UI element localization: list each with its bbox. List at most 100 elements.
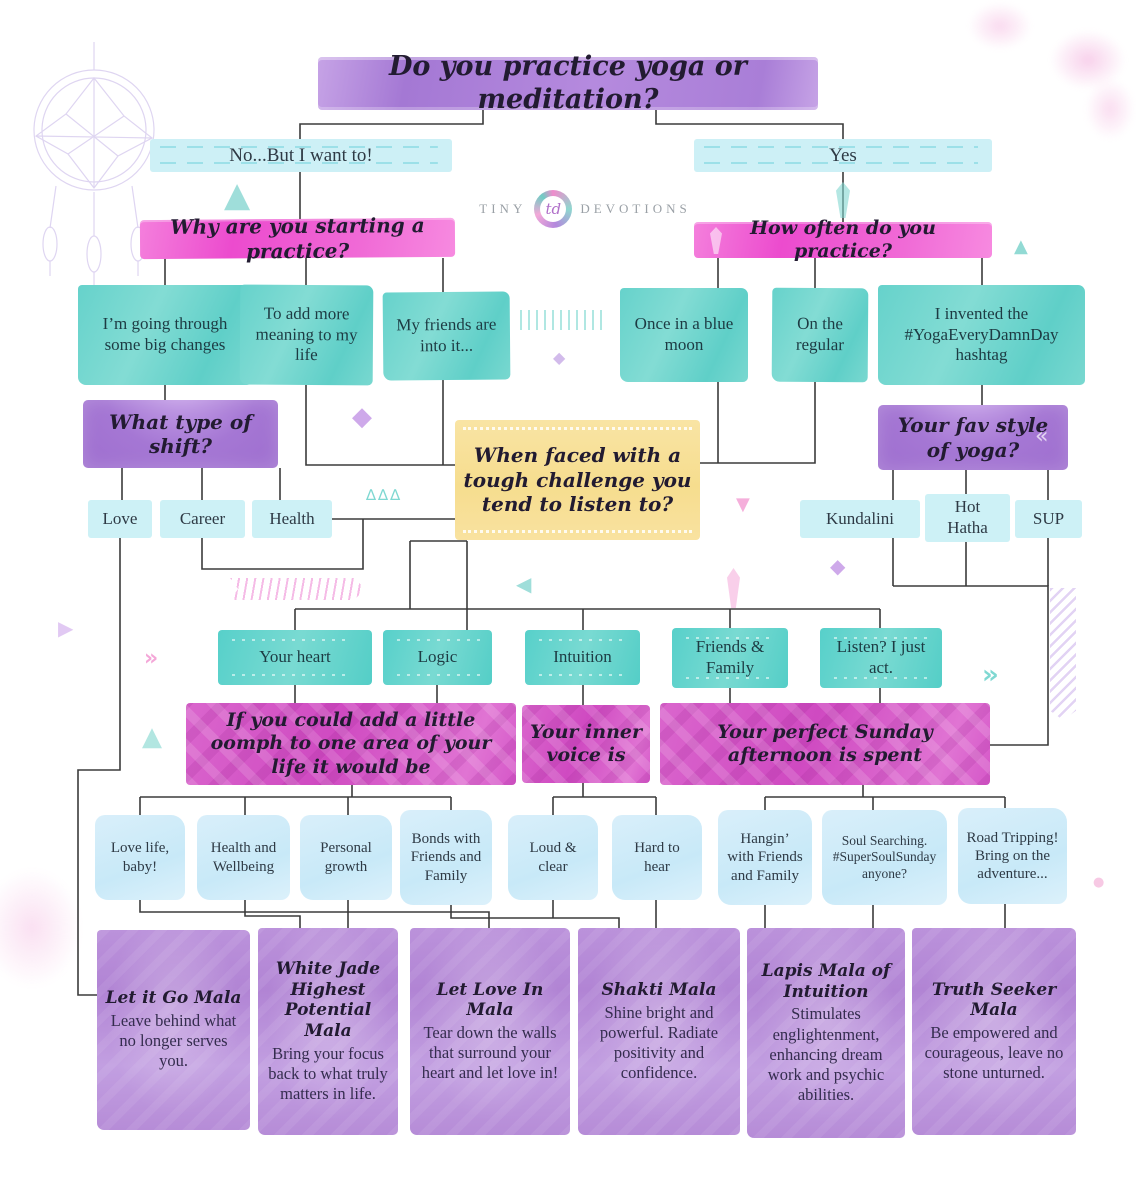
question-oomph-label: If you could add a little oomph to one a…: [210, 709, 492, 778]
question-tough-challenge: When faced with a tough challenge you te…: [455, 420, 700, 540]
answer-kundalini-label: Kundalini: [826, 508, 894, 528]
answer-hangin: Hangin’ with Friends and Family: [718, 810, 812, 905]
answer-kundalini: Kundalini: [800, 500, 920, 538]
answer-bonds-label: Bonds with Friends and Family: [410, 831, 482, 884]
result-let-love-in-mala: Let Love In Mala Tear down the walls tha…: [410, 928, 570, 1135]
answer-road-tripping: Road Tripping! Bring on the adventure...: [958, 808, 1067, 904]
answer-health: Health: [252, 500, 332, 538]
answer-loud-clear-label: Loud & clear: [529, 840, 577, 875]
answer-friends-into-it: My friends are into it...: [382, 291, 511, 381]
answer-your-heart: Your heart: [218, 630, 372, 685]
answer-love-life-label: Love life, baby!: [110, 840, 170, 875]
answer-hangin-label: Hangin’ with Friends and Family: [727, 831, 803, 884]
diamond-icon: ◆: [352, 402, 372, 432]
chevron-left-icon: «: [1035, 424, 1049, 449]
answer-more-meaning-label: To add more meaning to my life: [255, 303, 358, 365]
answer-intuition: Intuition: [525, 630, 640, 685]
answer-sup-label: SUP: [1032, 508, 1065, 528]
answer-love-label: Love: [102, 508, 138, 528]
dotted-border-decoration: [463, 427, 692, 533]
diamond-icon: ◆: [553, 348, 566, 367]
logo-word-right: DEVOTIONS: [580, 201, 691, 216]
answer-logic: Logic: [383, 630, 492, 685]
answer-blue-moon: Once in a blue moon: [620, 288, 748, 382]
logo-word-left: TINY: [479, 201, 527, 216]
answer-career: Career: [160, 500, 245, 538]
mala-name: Let Love In Mala: [436, 979, 544, 1021]
fringe-decoration: [520, 310, 605, 330]
answer-road-tripping-label: Road Tripping! Bring on the adventure...: [966, 829, 1059, 883]
question-sunday-label: Your perfect Sunday afternoon is spent: [717, 720, 933, 766]
answer-logic-label: Logic: [417, 647, 458, 667]
answer-loud-clear: Loud & clear: [508, 815, 598, 900]
mala-description: Bring your focus back to what truly matt…: [268, 1043, 388, 1104]
result-lapis-mala: Lapis Mala of Intuition Stimulates engli…: [747, 928, 905, 1138]
crystal-icon: [836, 182, 850, 218]
answer-hot-hatha-label: Hot Hatha: [947, 497, 988, 537]
answer-just-act-label: Listen? I just act.: [836, 637, 926, 677]
chevrons-right-icon: »: [144, 646, 159, 671]
answer-career-label: Career: [179, 508, 226, 528]
result-shakti-mala: Shakti Mala Shine bright and powerful. R…: [578, 928, 740, 1135]
pink-wash-decoration: [0, 868, 82, 988]
answer-friends-family-label: Friends & Family: [695, 637, 765, 677]
answer-soul-searching: Soul Searching. #SuperSoulSunday anyone?: [822, 810, 947, 905]
crystal-icon: [710, 227, 722, 254]
mala-name: Let it Go Mala: [105, 988, 242, 1009]
answer-friends-family: Friends & Family: [672, 628, 788, 688]
question-fav-style-label: Your fav style of yoga?: [897, 413, 1049, 462]
result-let-it-go-mala: Let it Go Mala Leave behind what no long…: [97, 930, 250, 1130]
answer-friends-label: My friends are into it...: [396, 314, 497, 356]
answer-hashtag-label: I invented the #YogaEveryDamnDay hashtag: [904, 303, 1059, 365]
mala-description: Be empowered and courageous, leave no st…: [924, 1023, 1064, 1083]
answer-bonds: Bonds with Friends and Family: [400, 810, 492, 905]
crystal-icon: [727, 568, 740, 608]
answer-health-label: Health: [269, 508, 315, 528]
mala-name: Shakti Mala: [601, 979, 717, 1000]
triangle-right-icon: ▶: [58, 616, 74, 640]
question-fav-style: Your fav style of yoga?: [878, 405, 1068, 470]
answer-personal-growth-label: Personal growth: [320, 840, 372, 875]
question-type-of-shift: What type of shift?: [83, 400, 278, 468]
tiny-devotions-logo: TINY td DEVOTIONS: [479, 186, 687, 232]
result-truth-seeker-mala: Truth Seeker Mala Be empowered and coura…: [912, 928, 1076, 1135]
answer-on-the-regular: On the regular: [771, 287, 869, 383]
answer-soul-searching-label: Soul Searching. #SuperSoulSunday anyone?: [832, 832, 937, 881]
answer-no-label: No...But I want to!: [229, 144, 373, 166]
answer-love: Love: [88, 500, 152, 538]
answer-intuition-label: Intuition: [553, 647, 612, 667]
answer-love-life: Love life, baby!: [95, 815, 185, 900]
dot-icon: ●: [1093, 875, 1105, 890]
question-sunday: Your perfect Sunday afternoon is spent: [660, 703, 990, 785]
answer-health-wellbeing: Health and Wellbeing: [197, 815, 290, 900]
question-how-label: How often do you practice?: [750, 216, 936, 262]
answer-yes: Yes: [694, 139, 992, 172]
title-text: Do you practice yoga or meditation?: [388, 50, 748, 115]
answer-just-act: Listen? I just act.: [820, 628, 942, 688]
chevron-banner-decoration: [1050, 588, 1076, 720]
answer-more-meaning: To add more meaning to my life: [239, 284, 374, 386]
pink-wash-decoration: [968, 2, 1032, 50]
triangle-up-icon: ▲: [1014, 236, 1028, 257]
answer-health-wellbeing-label: Health and Wellbeing: [210, 840, 277, 875]
mala-name: White Jade Highest Potential Mala: [275, 958, 381, 1042]
logo-monogram: td: [540, 196, 567, 222]
title-banner: Do you practice yoga or meditation?: [318, 51, 818, 115]
mala-name: Truth Seeker Mala: [931, 979, 1057, 1021]
question-how-often: How often do you practice?: [694, 217, 992, 262]
triangle-up-icon: ▲: [142, 722, 162, 752]
answer-sup: SUP: [1015, 500, 1082, 538]
triple-triangles-icon: ∆∆∆: [366, 486, 403, 504]
answer-blue-moon-label: Once in a blue moon: [634, 314, 734, 354]
mala-description: Stimulates englightenment, enhancing dre…: [767, 1004, 885, 1104]
answer-hashtag: I invented the #YogaEveryDamnDay hashtag: [878, 285, 1085, 385]
mala-name: Lapis Mala of Intuition: [761, 960, 891, 1002]
triangle-left-icon: ◀: [516, 572, 532, 596]
chevrons-right-icon: »: [982, 660, 999, 690]
answer-yes-label: Yes: [829, 144, 857, 166]
question-challenge-label: When faced with a tough challenge you te…: [463, 443, 692, 517]
answer-regular-label: On the regular: [795, 314, 845, 355]
question-oomph: If you could add a little oomph to one a…: [186, 703, 516, 785]
pink-wash-decoration: [1085, 78, 1135, 140]
